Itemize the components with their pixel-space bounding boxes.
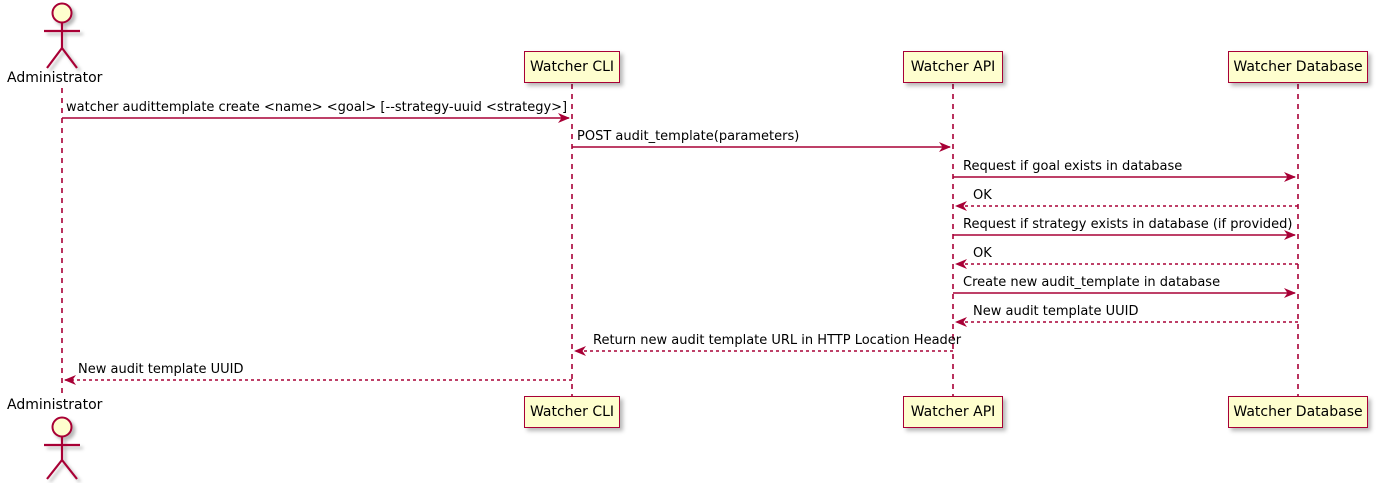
message-label-3: Request if goal exists in database <box>963 159 1183 174</box>
participant-watcher-cli-top[interactable]: Watcher CLI <box>524 51 620 83</box>
participant-watcher-api-bottom[interactable]: Watcher API <box>903 396 1003 428</box>
message-label-9: Return new audit template URL in HTTP Lo… <box>593 333 962 348</box>
message-label-8: New audit template UUID <box>973 304 1139 319</box>
actor-label-administrator-bottom: Administrator <box>7 397 103 413</box>
participant-watcher-api-top[interactable]: Watcher API <box>903 51 1003 83</box>
participant-label: Watcher Database <box>1233 404 1363 420</box>
message-label-2: POST audit_template(parameters) <box>577 129 800 144</box>
participant-label: Watcher CLI <box>529 59 615 75</box>
message-label-10: New audit template UUID <box>78 362 244 377</box>
participant-watcher-database-bottom[interactable]: Watcher Database <box>1228 396 1368 428</box>
lifelines <box>61 84 1299 396</box>
message-label-7: Create new audit_template in database <box>963 275 1221 290</box>
actor-administrator-top <box>44 2 80 69</box>
participant-label: Watcher Database <box>1233 59 1363 75</box>
message-label-6: OK <box>973 246 992 261</box>
message-arrows <box>62 113 1298 385</box>
message-label-4: OK <box>973 188 992 203</box>
participant-label: Watcher API <box>910 59 996 75</box>
message-label-1: watcher audittemplate create <name> <goa… <box>66 100 568 115</box>
participant-watcher-database-top[interactable]: Watcher Database <box>1228 51 1368 83</box>
participant-watcher-cli-bottom[interactable]: Watcher CLI <box>524 396 620 428</box>
participant-label: Watcher CLI <box>529 404 615 420</box>
actor-administrator-bottom <box>44 416 80 480</box>
actor-label-administrator-top: Administrator <box>7 70 103 86</box>
message-label-5: Request if strategy exists in database (… <box>963 217 1293 232</box>
participant-label: Watcher API <box>910 404 996 420</box>
